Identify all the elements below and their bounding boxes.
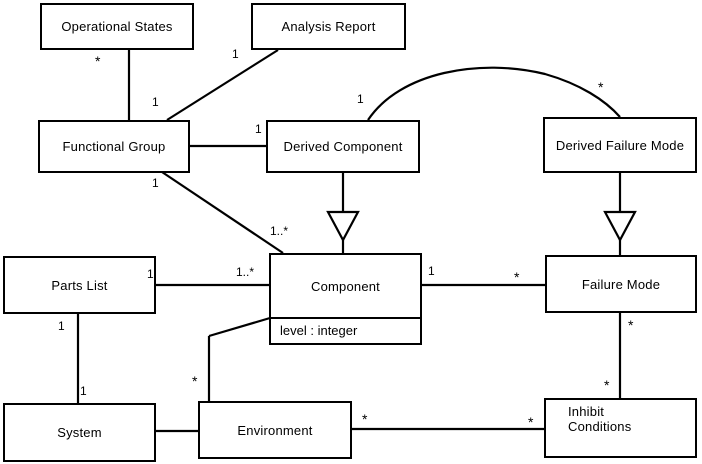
multiplicity-inhibit-failure-mode-end: * (604, 377, 610, 393)
multiplicity-system-parts-list-end: 1 (80, 384, 87, 398)
multiplicity-functional-group-component-end: 1 (152, 176, 159, 190)
multiplicity-component-parts-list-end: 1..* (236, 265, 255, 279)
multiplicity-failure-mode-component-end: * (514, 269, 520, 285)
edge-functional-group-component (161, 171, 284, 254)
multiplicity-derived-component-left-end: 1 (255, 122, 262, 136)
multiplicity-parts-list-system-end: 1 (58, 319, 65, 333)
multiplicity-inhibit-environment-end: * (528, 414, 534, 430)
class-environment[interactable]: Environment (198, 401, 352, 459)
class-functional-group[interactable]: Functional Group (38, 120, 190, 173)
class-name-functional-group: Functional Group (62, 139, 166, 154)
class-name-component: Component (310, 278, 380, 294)
class-analysis-report[interactable]: Analysis Report (251, 3, 406, 50)
class-name-environment: Environment (237, 422, 313, 438)
generalization-triangle-failure-mode (603, 210, 637, 243)
class-derived-component[interactable]: Derived Component (266, 120, 420, 173)
multiplicity-operational-states-end: * (95, 53, 101, 69)
multiplicity-functional-group-analysis-end: 1 (152, 95, 159, 109)
multiplicity-environment-inhibit-end: * (362, 411, 368, 427)
multiplicity-parts-list-component-end: 1 (147, 267, 154, 281)
multiplicity-environment-component-end: * (192, 373, 198, 389)
multiplicity-derived-component-curve-end: 1 (357, 92, 364, 106)
class-name-derived-failure-mode: Derived Failure Mode (555, 137, 685, 153)
class-system[interactable]: System (3, 403, 156, 462)
multiplicity-failure-mode-inhibit-end: * (628, 317, 634, 333)
multiplicity-component-functional-group-end: 1..* (270, 224, 289, 238)
multiplicity-analysis-report-end: 1 (232, 47, 239, 61)
multiplicity-derived-failure-mode-curve-end: * (598, 79, 604, 95)
class-operational-states[interactable]: Operational States (40, 3, 194, 50)
class-attribute-component-level: level : integer (271, 317, 420, 343)
edge-environment-component-diagonal (208, 316, 271, 338)
class-name-system: System (57, 425, 102, 440)
class-component[interactable]: Component level : integer (269, 253, 422, 345)
class-name-failure-mode: Failure Mode (581, 276, 661, 292)
class-name-derived-component: Derived Component (283, 139, 403, 154)
class-name-parts-list: Parts List (51, 277, 108, 293)
class-name-operational-states: Operational States (61, 19, 173, 34)
generalization-triangle-component (326, 210, 360, 243)
edge-analysis-report-functional-group (166, 49, 279, 121)
class-name-analysis-report: Analysis Report (281, 19, 376, 34)
class-parts-list[interactable]: Parts List (3, 256, 156, 314)
class-failure-mode[interactable]: Failure Mode (545, 255, 697, 313)
edge-derived-component-derived-failure-mode-curve (367, 66, 621, 121)
class-derived-failure-mode[interactable]: Derived Failure Mode (543, 117, 697, 173)
class-inhibit-conditions[interactable]: Inhibit Conditions (544, 398, 697, 458)
class-name-inhibit-conditions: Inhibit Conditions (568, 404, 632, 434)
multiplicity-component-failure-mode-end: 1 (428, 264, 435, 278)
